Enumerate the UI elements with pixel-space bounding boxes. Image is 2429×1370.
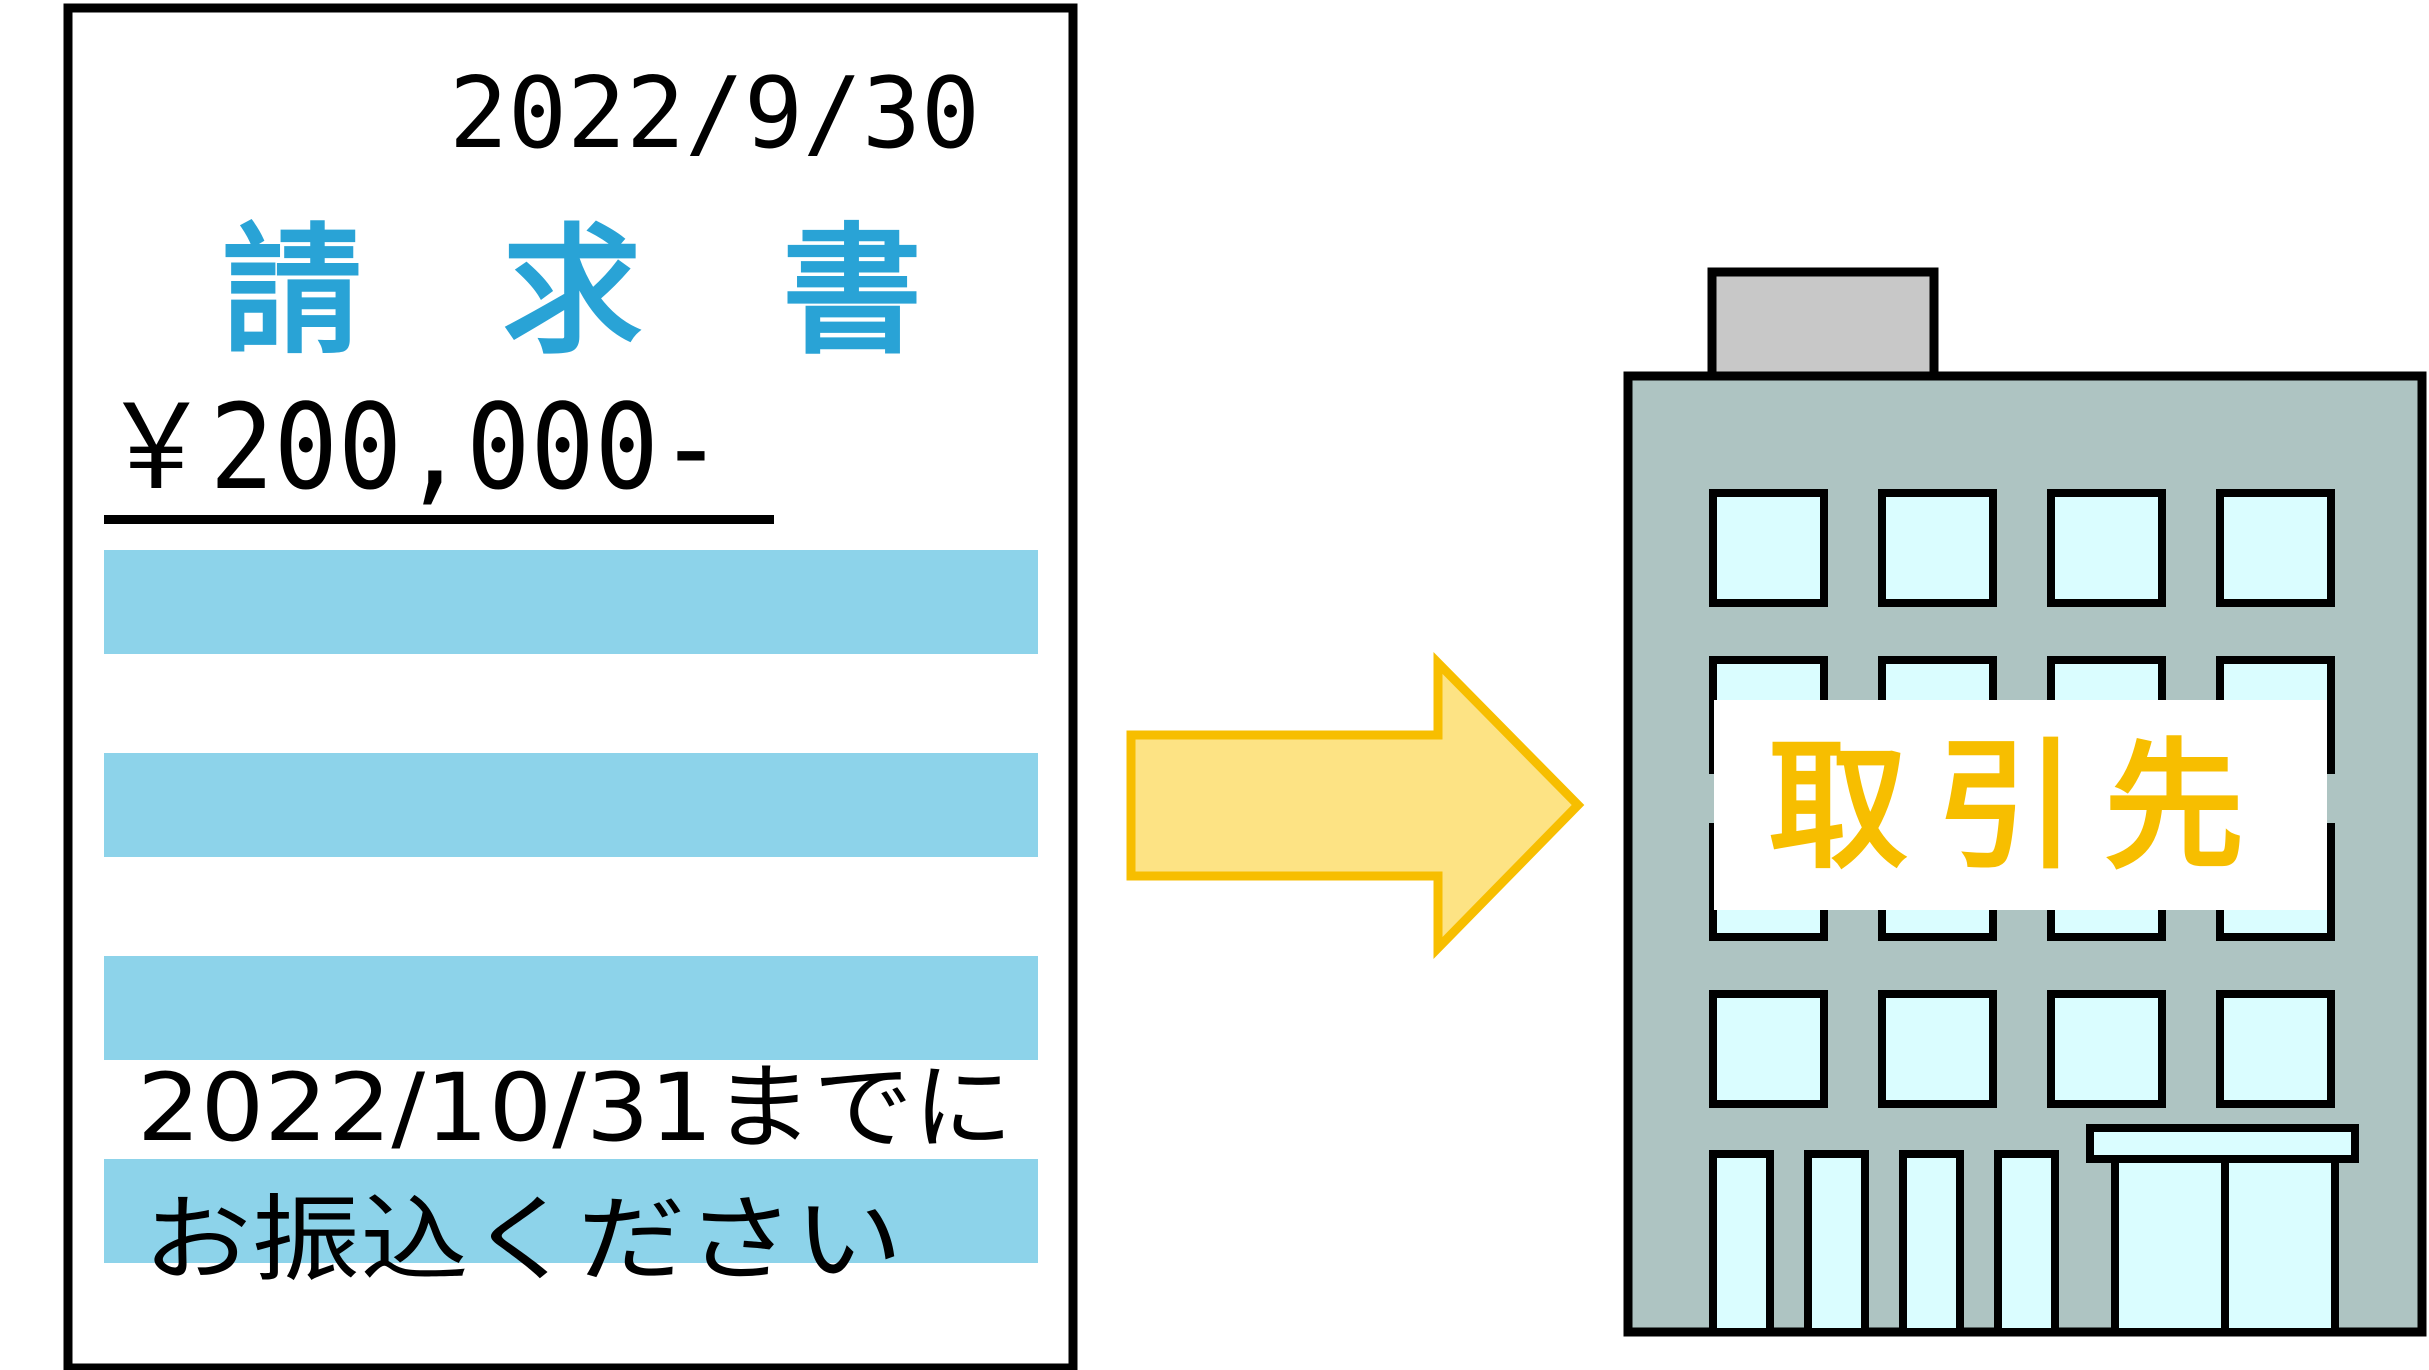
window — [1709, 489, 1828, 607]
entrance-canopy — [2086, 1124, 2359, 1163]
ground-floor-windows — [1709, 1150, 2059, 1336]
entrance — [2086, 1124, 2359, 1336]
window — [2216, 489, 2335, 607]
window — [1709, 990, 1828, 1108]
amount-underline — [104, 515, 774, 524]
narrow-window — [1709, 1150, 1774, 1336]
invoice-date: 2022/9/30 — [449, 57, 980, 171]
payment-due-line-2: お振込ください — [143, 1186, 903, 1295]
entrance-door-left — [2111, 1155, 2229, 1336]
window — [1878, 990, 1997, 1108]
window — [1878, 489, 1997, 607]
narrow-window — [1899, 1150, 1964, 1336]
content-stripe-3 — [104, 956, 1038, 1060]
invoice-border — [63, 3, 1078, 1370]
window — [2047, 489, 2166, 607]
right-arrow-icon — [1126, 652, 1585, 960]
invoice-title: 請 求 書 — [222, 211, 922, 374]
content-stripe-4 — [104, 1159, 1038, 1263]
rooftop-unit — [1707, 267, 1939, 381]
client-sign-board — [1714, 700, 2327, 910]
payment-due-line-1: 2022/10/31までに — [137, 1054, 1013, 1163]
client-building-icon: 取引先 — [1623, 267, 2427, 1337]
window — [2216, 990, 2335, 1108]
content-stripe-1 — [104, 550, 1038, 654]
client-sign-label: 取引先 — [1768, 726, 2272, 889]
narrow-window — [1994, 1150, 2059, 1336]
window — [2047, 990, 2166, 1108]
content-stripe-2 — [104, 753, 1038, 857]
invoice-amount: ￥200,000- — [103, 378, 723, 516]
invoice-document: 2022/9/30 請 求 書 ￥200,000- 2022/10/31までに … — [63, 3, 1078, 1370]
entrance-door-right — [2221, 1155, 2339, 1336]
narrow-window — [1804, 1150, 1869, 1336]
